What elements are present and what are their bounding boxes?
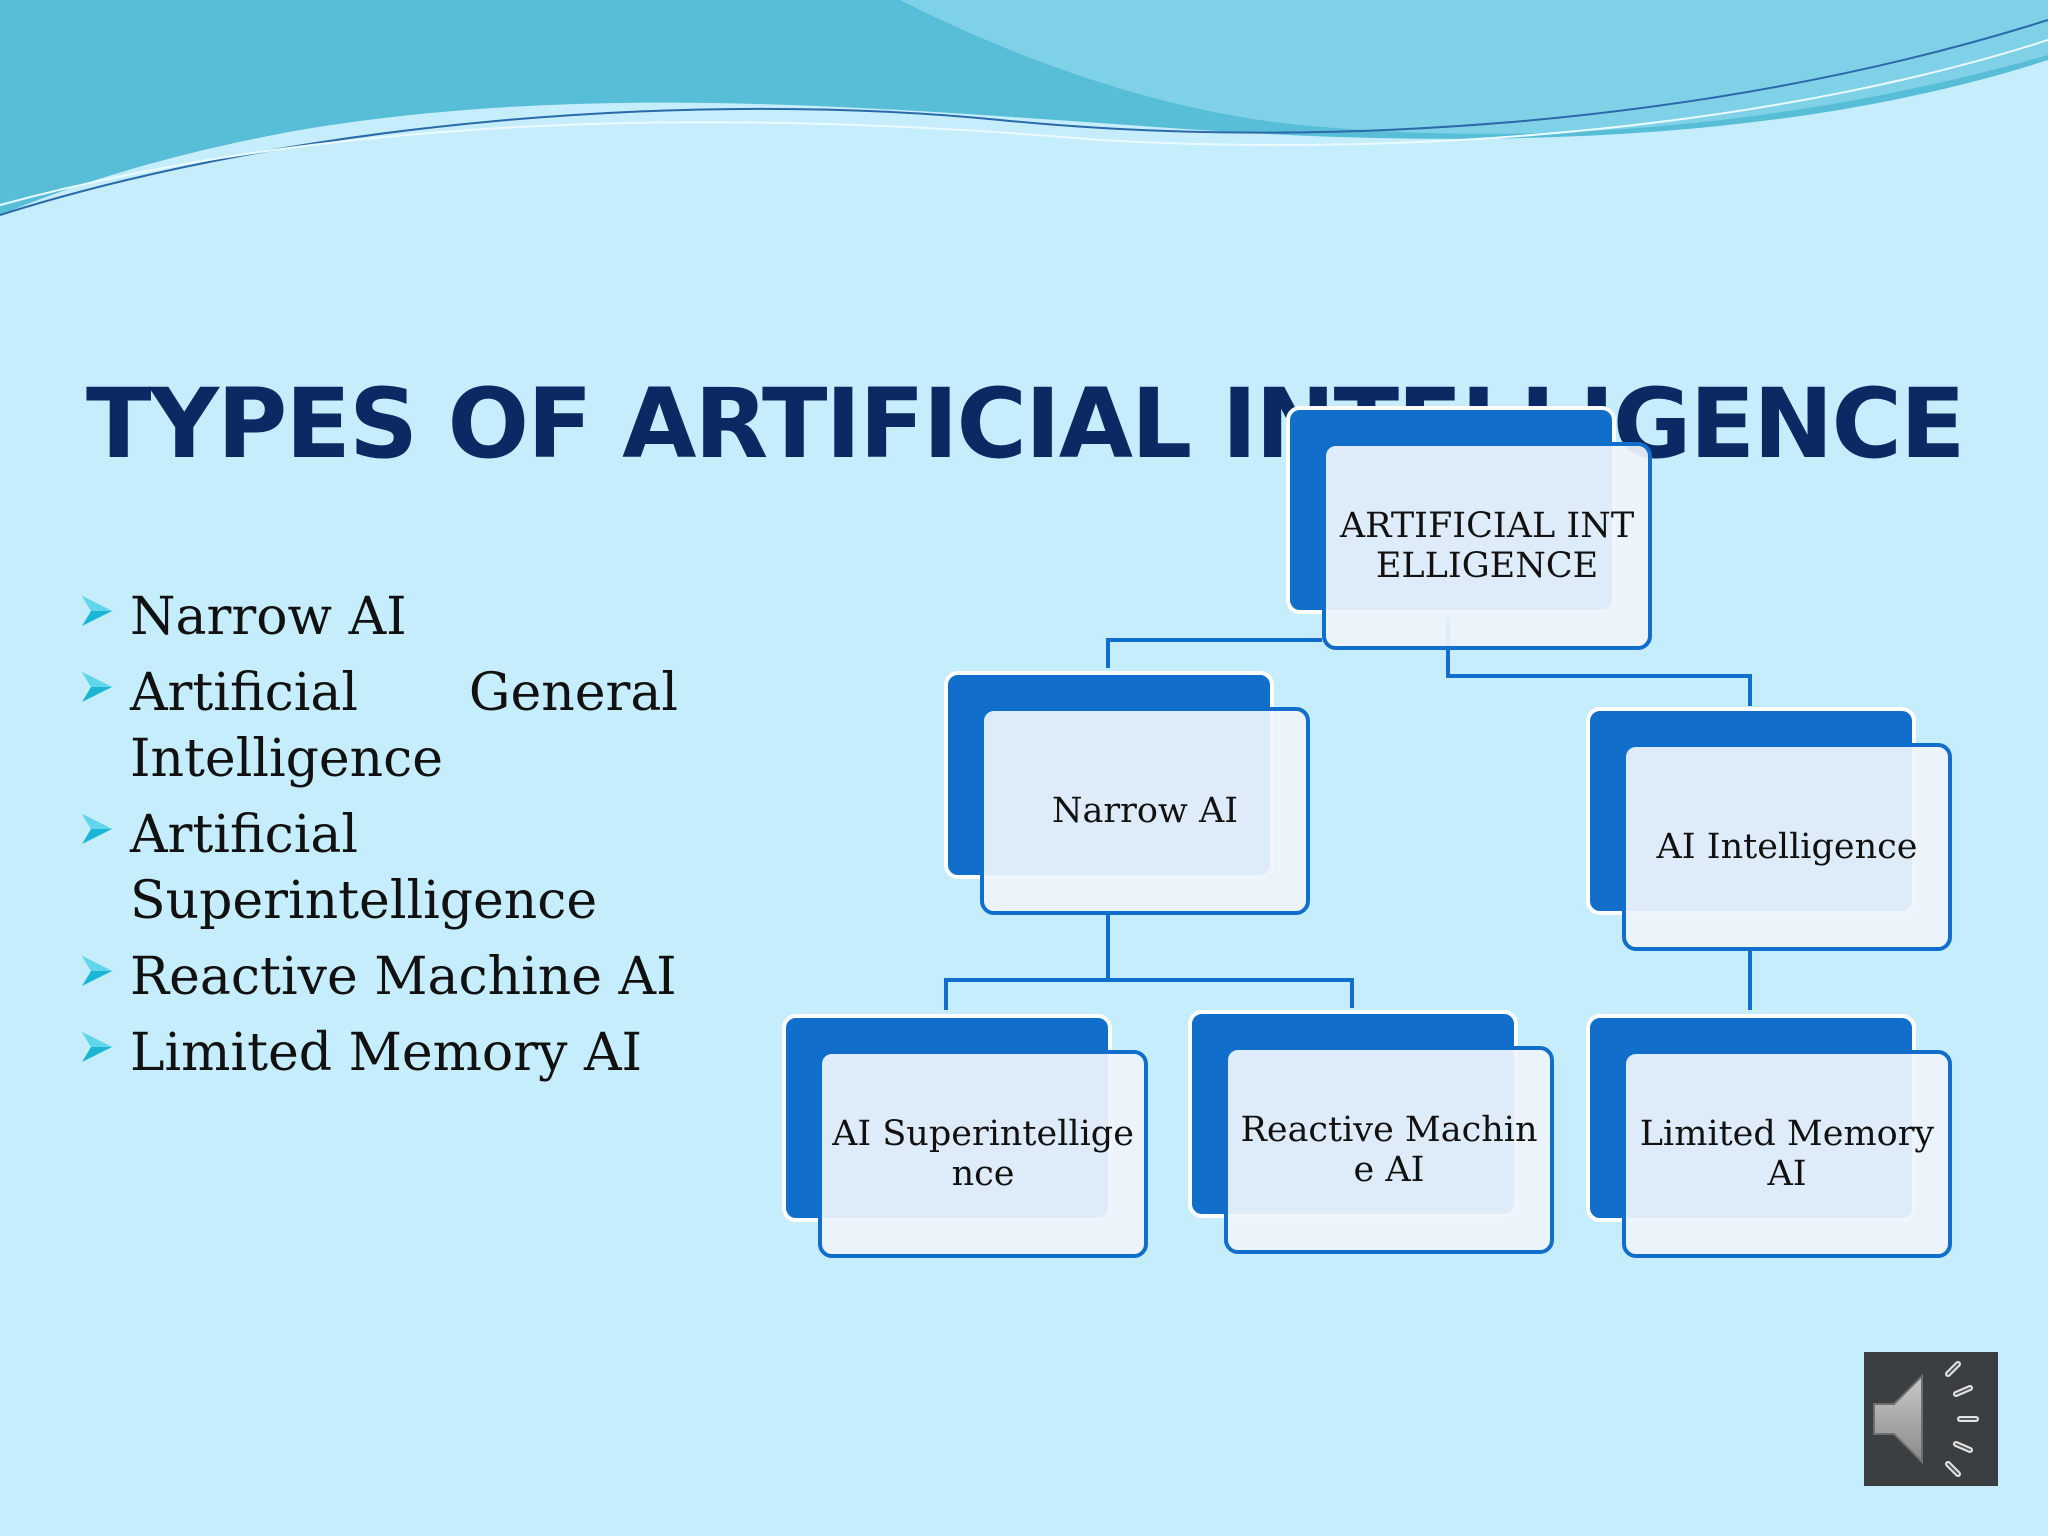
- arrow-bullet-icon: [82, 956, 112, 986]
- arrow-bullet-icon: [82, 814, 112, 844]
- org-node-reactive-machine-ai: Reactive Machine AI: [1188, 1010, 1554, 1254]
- org-node-front: AI Intelligence: [1622, 743, 1952, 951]
- arrow-bullet-icon: [82, 596, 112, 626]
- org-node-front: Narrow AI: [980, 707, 1310, 915]
- org-node-label: ARTIFICIAL INTELLIGENCE: [1339, 506, 1635, 586]
- bullet-text: Reactive Machine AI: [130, 947, 677, 1007]
- bullet-text: Artificial Superintelligence: [130, 805, 598, 931]
- org-node-front: Reactive Machine AI: [1224, 1046, 1554, 1254]
- org-node-label: Narrow AI: [1051, 791, 1239, 831]
- header-wave-decoration: [0, 0, 2048, 216]
- bullet-text: Narrow AI: [130, 587, 407, 647]
- bullet-item: Artificial General Intelligence: [78, 660, 678, 792]
- bullet-list: Narrow AI Artificial General Intelligenc…: [78, 584, 678, 1096]
- org-node-label: AI Intelligence: [1656, 827, 1918, 867]
- org-node-ai-intelligence: AI Intelligence: [1586, 707, 1952, 951]
- slide-title: TYPES OF ARTIFICIAL INTELLIGENCE: [86, 368, 1966, 480]
- org-node-label: AI Superintelligence: [832, 1114, 1134, 1194]
- bullet-item: Narrow AI: [78, 584, 678, 650]
- bullet-item: Limited Memory AI: [78, 1020, 678, 1086]
- speaker-icon: [1873, 1361, 1979, 1477]
- org-node-label: Limited Memory AI: [1639, 1114, 1935, 1194]
- org-node-limited-memory-ai: Limited Memory AI: [1586, 1014, 1952, 1258]
- org-node-root: ARTIFICIAL INTELLIGENCE: [1286, 406, 1652, 650]
- org-node-front: AI Superintelligence: [818, 1050, 1148, 1258]
- audio-play-button[interactable]: [1864, 1352, 1998, 1486]
- bullet-text: Artificial General Intelligence: [130, 663, 678, 789]
- org-node-narrow-ai: Narrow AI: [944, 671, 1310, 915]
- bullet-item: Reactive Machine AI: [78, 944, 678, 1010]
- bullet-item: Artificial Superintelligence: [78, 802, 678, 934]
- org-node-label: Reactive Machine AI: [1240, 1110, 1538, 1190]
- arrow-bullet-icon: [82, 1032, 112, 1062]
- org-node-ai-superintelligence: AI Superintelligence: [782, 1014, 1148, 1258]
- arrow-bullet-icon: [82, 672, 112, 702]
- bullet-text: Limited Memory AI: [130, 1023, 643, 1083]
- org-node-front: Limited Memory AI: [1622, 1050, 1952, 1258]
- org-node-front: ARTIFICIAL INTELLIGENCE: [1322, 442, 1652, 650]
